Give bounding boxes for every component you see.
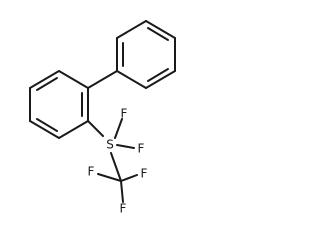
bond [145, 20, 176, 39]
double-bond-inner [36, 118, 58, 132]
sulfur-carbon-bond [110, 152, 122, 182]
bond [29, 70, 60, 89]
bond [116, 20, 147, 39]
bond [58, 120, 89, 139]
sulfur-atom-label: S [106, 138, 114, 152]
double-bond-inner [36, 77, 58, 91]
carbon-sulfur-bond [87, 120, 104, 137]
benzene-ring-bottom [29, 70, 89, 139]
fluorine-atom-label: F [120, 202, 127, 216]
sulfur-fluorine-bond [114, 118, 123, 139]
phenyl-ring-top [116, 20, 176, 89]
fluorine-atom-label: F [141, 167, 148, 181]
bond [29, 120, 60, 139]
carbon-fluorine-bond [97, 173, 122, 182]
fluorine-atom-label: F [121, 107, 128, 121]
sulfur-fluorine-bond [116, 144, 135, 149]
double-bond-inner [147, 68, 169, 82]
fluorine-atom-label: F [88, 165, 95, 179]
fluorine-atom-label: F [138, 142, 145, 156]
bond [58, 70, 89, 89]
bond [145, 70, 176, 89]
structure-diagram: S F F F F F [29, 20, 176, 216]
double-bond-inner [147, 27, 169, 41]
biaryl-bond [87, 70, 118, 89]
carbon-fluorine-bond [120, 180, 124, 203]
bond [116, 70, 147, 89]
carbon-fluorine-bond [120, 174, 138, 182]
